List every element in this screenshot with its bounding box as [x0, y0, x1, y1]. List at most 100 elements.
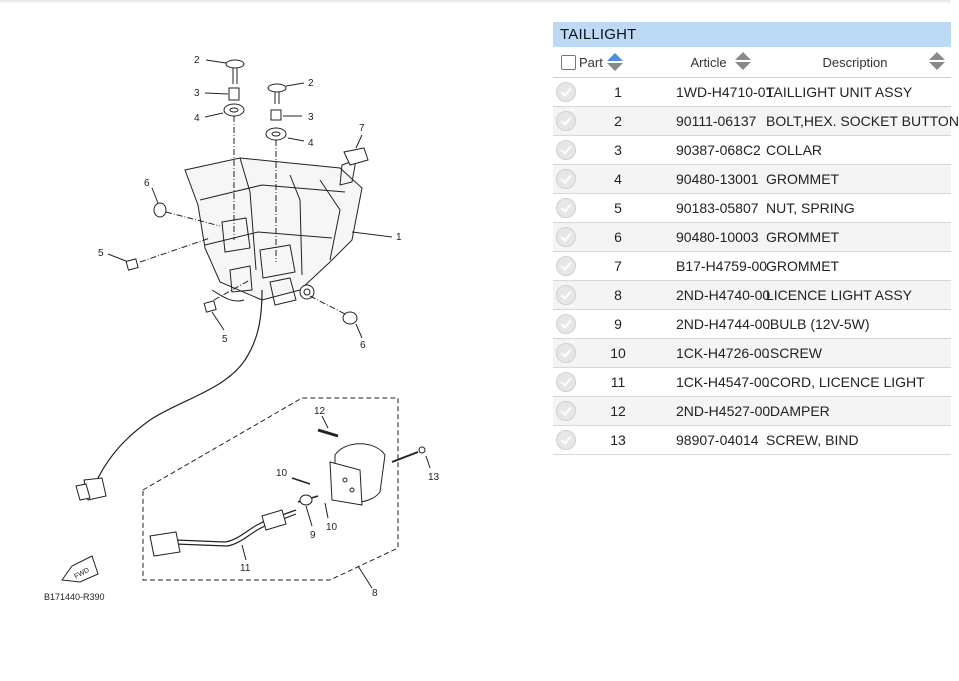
- svg-text:9: 9: [310, 530, 316, 541]
- top-border: [0, 0, 951, 3]
- diagram-code: B171440-R390: [44, 592, 105, 602]
- row-select[interactable]: [553, 193, 578, 223]
- part-number: 12: [578, 396, 658, 426]
- part-number: 10: [578, 338, 658, 368]
- check-circle-icon[interactable]: [556, 169, 576, 189]
- svg-text:5: 5: [222, 334, 228, 345]
- svg-text:2: 2: [194, 55, 200, 66]
- article-number: 1CK-H4547-00: [658, 367, 769, 397]
- row-select[interactable]: [553, 367, 578, 397]
- bolt-right: [267, 82, 305, 104]
- svg-text:10: 10: [326, 522, 338, 533]
- article-number: 1WD-H4710-01: [658, 77, 773, 107]
- svg-text:6: 6: [360, 340, 366, 351]
- part-number: 3: [578, 135, 658, 165]
- bolt-left: [205, 59, 245, 84]
- part-number: 7: [578, 251, 658, 281]
- row-select[interactable]: [553, 135, 578, 165]
- check-circle-icon[interactable]: [556, 256, 576, 276]
- check-circle-icon[interactable]: [556, 343, 576, 363]
- row-select[interactable]: [553, 338, 578, 368]
- part-number: 11: [578, 367, 658, 397]
- article-column-header[interactable]: Article: [658, 47, 759, 78]
- parts-diagram: 2 2 3 3 4 4 7 6 1 5 5 6 12 10 13 10 9 11…: [44, 55, 440, 602]
- connector: [75, 477, 107, 501]
- part-description: NUT, SPRING: [759, 193, 951, 223]
- part-description: .SCREW: [759, 338, 951, 368]
- part-description: GROMMET: [759, 251, 951, 281]
- check-circle-icon[interactable]: [556, 372, 576, 392]
- svg-text:6: 6: [144, 178, 150, 189]
- fwd-arrow-icon: [61, 555, 99, 583]
- svg-text:7: 7: [359, 123, 365, 134]
- select-all-checkbox[interactable]: [560, 55, 576, 71]
- check-circle-icon[interactable]: [556, 111, 576, 131]
- article-number: 90387-068C2: [658, 135, 761, 165]
- article-number: 2ND-H4744-00: [658, 309, 770, 339]
- part-description: GROMMET: [759, 164, 951, 194]
- row-select[interactable]: [553, 309, 578, 339]
- check-circle-icon[interactable]: [556, 227, 576, 247]
- svg-text:2: 2: [308, 78, 314, 89]
- part-number: 1: [578, 77, 658, 107]
- row-select[interactable]: [553, 425, 578, 455]
- check-circle-icon[interactable]: [556, 430, 576, 450]
- parts-panel: TAILLIGHT Part Article: [553, 22, 959, 455]
- description-column-header[interactable]: Description: [759, 47, 951, 78]
- check-circle-icon[interactable]: [556, 285, 576, 305]
- sort-icon[interactable]: [606, 51, 623, 73]
- check-circle-icon[interactable]: [556, 314, 576, 334]
- row-select[interactable]: [553, 280, 578, 310]
- part-description: BOLT,HEX. SOCKET BUTTON: [759, 106, 959, 136]
- svg-text:8: 8: [372, 588, 378, 599]
- row-select[interactable]: [553, 106, 578, 136]
- article-number: 2ND-H4740-00: [658, 280, 770, 310]
- taillight-housing: [184, 157, 363, 306]
- part-description: .BULB (12V-5W): [759, 309, 951, 339]
- article-number: B17-H4759-00: [658, 251, 767, 281]
- svg-text:1: 1: [396, 232, 402, 243]
- article-header-label: Article: [690, 54, 727, 70]
- part-number: 2: [578, 106, 658, 136]
- part-description: SCREW, BIND: [759, 425, 951, 455]
- part-description: LICENCE LIGHT ASSY: [759, 280, 951, 310]
- part-number: 13: [578, 425, 658, 455]
- check-circle-icon[interactable]: [556, 82, 576, 102]
- article-number: 1CK-H4726-00: [658, 338, 769, 368]
- part-description: .DAMPER: [759, 396, 951, 426]
- sort-icon[interactable]: [929, 50, 945, 72]
- article-number: 90480-10003: [658, 222, 759, 252]
- row-select[interactable]: [553, 164, 578, 194]
- part-number: 6: [578, 222, 658, 252]
- row-select[interactable]: [553, 222, 578, 252]
- svg-text:12: 12: [314, 406, 326, 417]
- check-circle-icon[interactable]: [556, 198, 576, 218]
- select-all-header: [553, 47, 578, 78]
- check-circle-icon[interactable]: [556, 401, 576, 421]
- part-description: COLLAR: [759, 135, 951, 165]
- svg-text:3: 3: [194, 88, 200, 99]
- article-number: 90480-13001: [658, 164, 759, 194]
- part-number: 4: [578, 164, 658, 194]
- description-header-label: Description: [822, 54, 888, 70]
- check-circle-icon[interactable]: [556, 140, 576, 160]
- svg-text:5: 5: [98, 248, 104, 259]
- row-select[interactable]: [553, 396, 578, 426]
- row-select[interactable]: [553, 251, 578, 281]
- part-column-header[interactable]: Part: [578, 47, 658, 78]
- row-select[interactable]: [553, 77, 578, 107]
- sort-icon[interactable]: [735, 50, 751, 72]
